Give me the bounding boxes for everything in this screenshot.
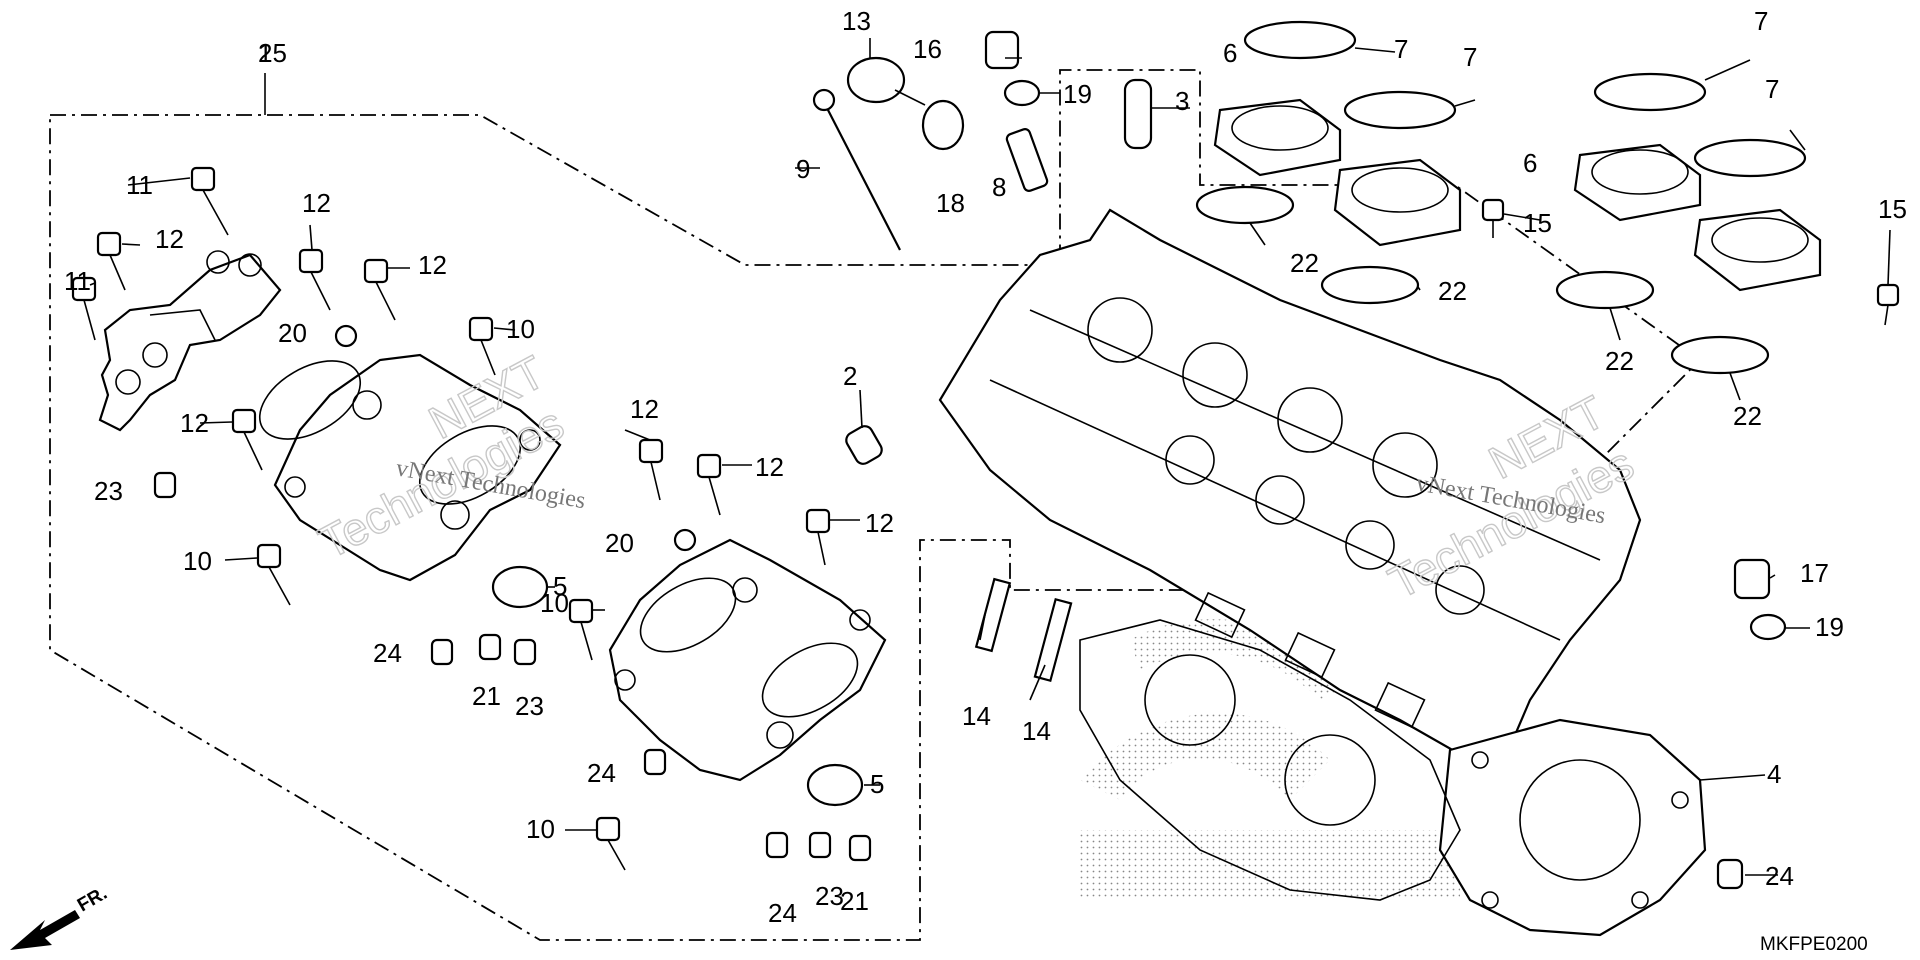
callout-label: 12 bbox=[630, 394, 659, 424]
cam-holder-upper-left bbox=[98, 250, 282, 432]
callout-label: 21 bbox=[472, 681, 501, 711]
callout-label: 6 bbox=[1223, 38, 1237, 68]
brand-logo-ghost bbox=[1080, 619, 1460, 900]
callout-label: 7 bbox=[1754, 6, 1768, 36]
callout-label: 6 bbox=[1523, 148, 1537, 178]
callout-label: 24 bbox=[373, 638, 402, 668]
callout-label: 10 bbox=[506, 314, 535, 344]
callout-label: 1 bbox=[258, 38, 272, 68]
callout-label: 22 bbox=[1438, 276, 1467, 306]
insulators-and-bands bbox=[1195, 20, 1822, 375]
head-gasket-rear bbox=[1079, 619, 1461, 901]
front-direction-arrow: FR. bbox=[10, 883, 111, 950]
cylinder-head bbox=[938, 208, 1642, 772]
callout-label: 7 bbox=[1765, 74, 1779, 104]
callout-label: 8 bbox=[992, 172, 1006, 202]
callout-label: 11 bbox=[64, 266, 91, 296]
diagram-code: MKFPE0200 bbox=[1760, 934, 1868, 955]
callout-label: 20 bbox=[605, 528, 634, 558]
callout-label: 12 bbox=[302, 188, 331, 218]
callout-label: 23 bbox=[815, 881, 844, 911]
callout-label: 24 bbox=[1765, 861, 1794, 891]
callout-label: 23 bbox=[94, 476, 123, 506]
callout-label: 15 bbox=[1878, 194, 1907, 224]
callout-label: 24 bbox=[587, 758, 616, 788]
callout-label: 14 bbox=[962, 701, 991, 731]
callout-label: 12 bbox=[755, 452, 784, 482]
callout-label: 25 bbox=[258, 38, 287, 68]
callout-label: 7 bbox=[1463, 42, 1477, 72]
callout-label: 12 bbox=[418, 250, 447, 280]
o-ring-5a bbox=[491, 565, 549, 609]
callout-label: 20 bbox=[278, 318, 307, 348]
callout-label: 10 bbox=[183, 546, 212, 576]
callout-label: 7 bbox=[1394, 34, 1408, 64]
callout-label: 16 bbox=[913, 34, 942, 64]
callout-label: 22 bbox=[1290, 248, 1319, 278]
callout-label: 11 bbox=[126, 170, 153, 200]
callout-label: 12 bbox=[155, 224, 184, 254]
callout-label: 17 bbox=[1800, 558, 1829, 588]
callout-label: 14 bbox=[1022, 716, 1051, 746]
callout-label: 5 bbox=[870, 769, 884, 799]
cam-holder-middle-left bbox=[258, 353, 562, 582]
callout-label: 22 bbox=[1733, 401, 1762, 431]
callout-label: 12 bbox=[180, 408, 209, 438]
callout-label: 13 bbox=[842, 6, 871, 36]
o-ring-5b bbox=[806, 763, 864, 807]
callout-label: 9 bbox=[796, 154, 810, 184]
cam-holder-lower-left bbox=[608, 538, 887, 782]
callout-label: 10 bbox=[526, 814, 555, 844]
callout-label: 3 bbox=[1175, 86, 1189, 116]
callout-label: 22 bbox=[1605, 346, 1634, 376]
head-gasket bbox=[1438, 718, 1707, 937]
callout-label: 19 bbox=[1063, 79, 1092, 109]
bolts bbox=[71, 30, 1900, 890]
callout-label: 19 bbox=[1815, 612, 1844, 642]
callout-label: 4 bbox=[1767, 759, 1781, 789]
direction-label: FR. bbox=[74, 883, 111, 916]
callout-label: 18 bbox=[936, 188, 965, 218]
callout-label: 15 bbox=[1523, 208, 1552, 238]
callout-label: 12 bbox=[865, 508, 894, 538]
callout-label: 5 bbox=[553, 571, 567, 601]
callout-label: 23 bbox=[515, 691, 544, 721]
callout-label: 10 bbox=[540, 588, 569, 618]
callout-label: 2 bbox=[843, 361, 857, 391]
callout-label: 24 bbox=[768, 898, 797, 928]
leader-lines bbox=[89, 38, 1891, 876]
callout-label: 21 bbox=[840, 886, 869, 916]
